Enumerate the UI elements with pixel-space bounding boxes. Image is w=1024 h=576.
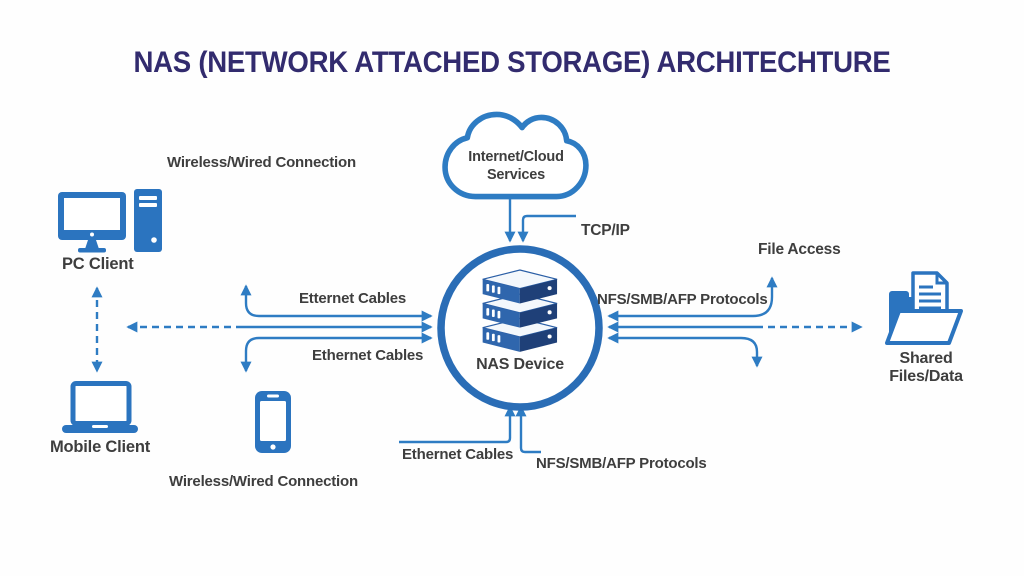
server-stack-icon bbox=[482, 269, 558, 352]
wireless-wired-connection-top-label: Wireless/Wired Connection bbox=[167, 154, 356, 171]
file-access-label: File Access bbox=[758, 241, 841, 258]
nfs-smb-afp-protocols-bottom-label: NFS/SMB/AFP Protocols bbox=[536, 455, 707, 472]
connector-left-top-ethernet bbox=[240, 284, 433, 322]
connector-right-top-file-access bbox=[607, 276, 778, 322]
laptop-icon bbox=[62, 381, 138, 433]
pc-client-icon bbox=[58, 189, 162, 253]
page-title: NAS (NETWORK ATTACHED STORAGE) ARCHITECH… bbox=[133, 46, 891, 79]
nas-device-label: NAS Device bbox=[476, 356, 564, 373]
connector-bottom-nfs bbox=[515, 405, 541, 454]
cloud-icon bbox=[442, 111, 589, 200]
cloud-label: Internet/Cloud Services bbox=[468, 149, 564, 184]
shared-files-label: Shared Files/Data bbox=[889, 350, 963, 386]
connector-right-bottom bbox=[607, 332, 763, 368]
wireless-wired-connection-bottom-label: Wireless/Wired Connection bbox=[169, 473, 358, 490]
connector-left-bottom-ethernet bbox=[240, 332, 433, 373]
folder-icon bbox=[885, 271, 963, 345]
pc-client-label: PC Client bbox=[62, 255, 134, 273]
nfs-smb-afp-protocols-right-label: NFS/SMB/AFP Protocols bbox=[597, 291, 768, 308]
connector-tcpip-to-nas bbox=[517, 214, 576, 243]
ethernet-cables-bottom-label: Ethernet Cables bbox=[402, 446, 514, 463]
ethernet-cables-left-label: Ethernet Cables bbox=[312, 347, 424, 364]
connector-bottom-ethernet bbox=[399, 405, 516, 444]
etternet-cables-label: Etternet Cables bbox=[299, 290, 407, 307]
nas-device-node bbox=[437, 245, 603, 411]
document-icon bbox=[911, 271, 949, 321]
mobile-client-label: Mobile Client bbox=[50, 438, 151, 456]
tcpip-label: TCP/IP bbox=[581, 222, 630, 239]
smartphone-icon bbox=[255, 391, 291, 453]
